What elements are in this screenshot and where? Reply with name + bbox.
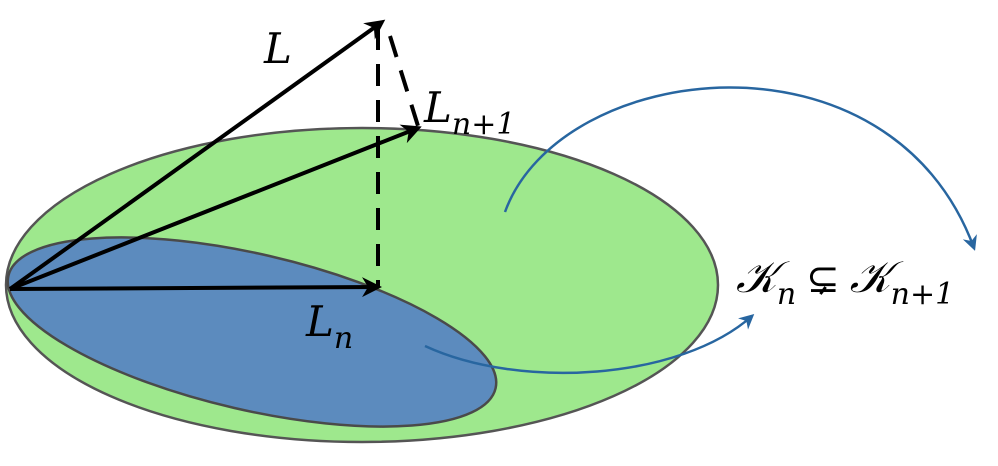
curve-arrow-outer bbox=[503, 86, 977, 251]
label-set-relation: 𝒦n⊊𝒦n+1 bbox=[736, 252, 954, 312]
curve-arrow-inner bbox=[424, 314, 755, 375]
vector-l bbox=[8, 19, 386, 291]
inner-ellipse-k-n bbox=[6, 236, 498, 428]
label-l: L bbox=[263, 24, 292, 73]
label-l-n-plus-1: Ln+1 bbox=[423, 83, 515, 142]
vector-l-n-plus-1 bbox=[9, 124, 422, 291]
vector-l-n bbox=[9, 277, 382, 298]
label-l-n: Ln bbox=[305, 297, 353, 356]
projection-dashed-line-slanted bbox=[388, 35, 420, 127]
